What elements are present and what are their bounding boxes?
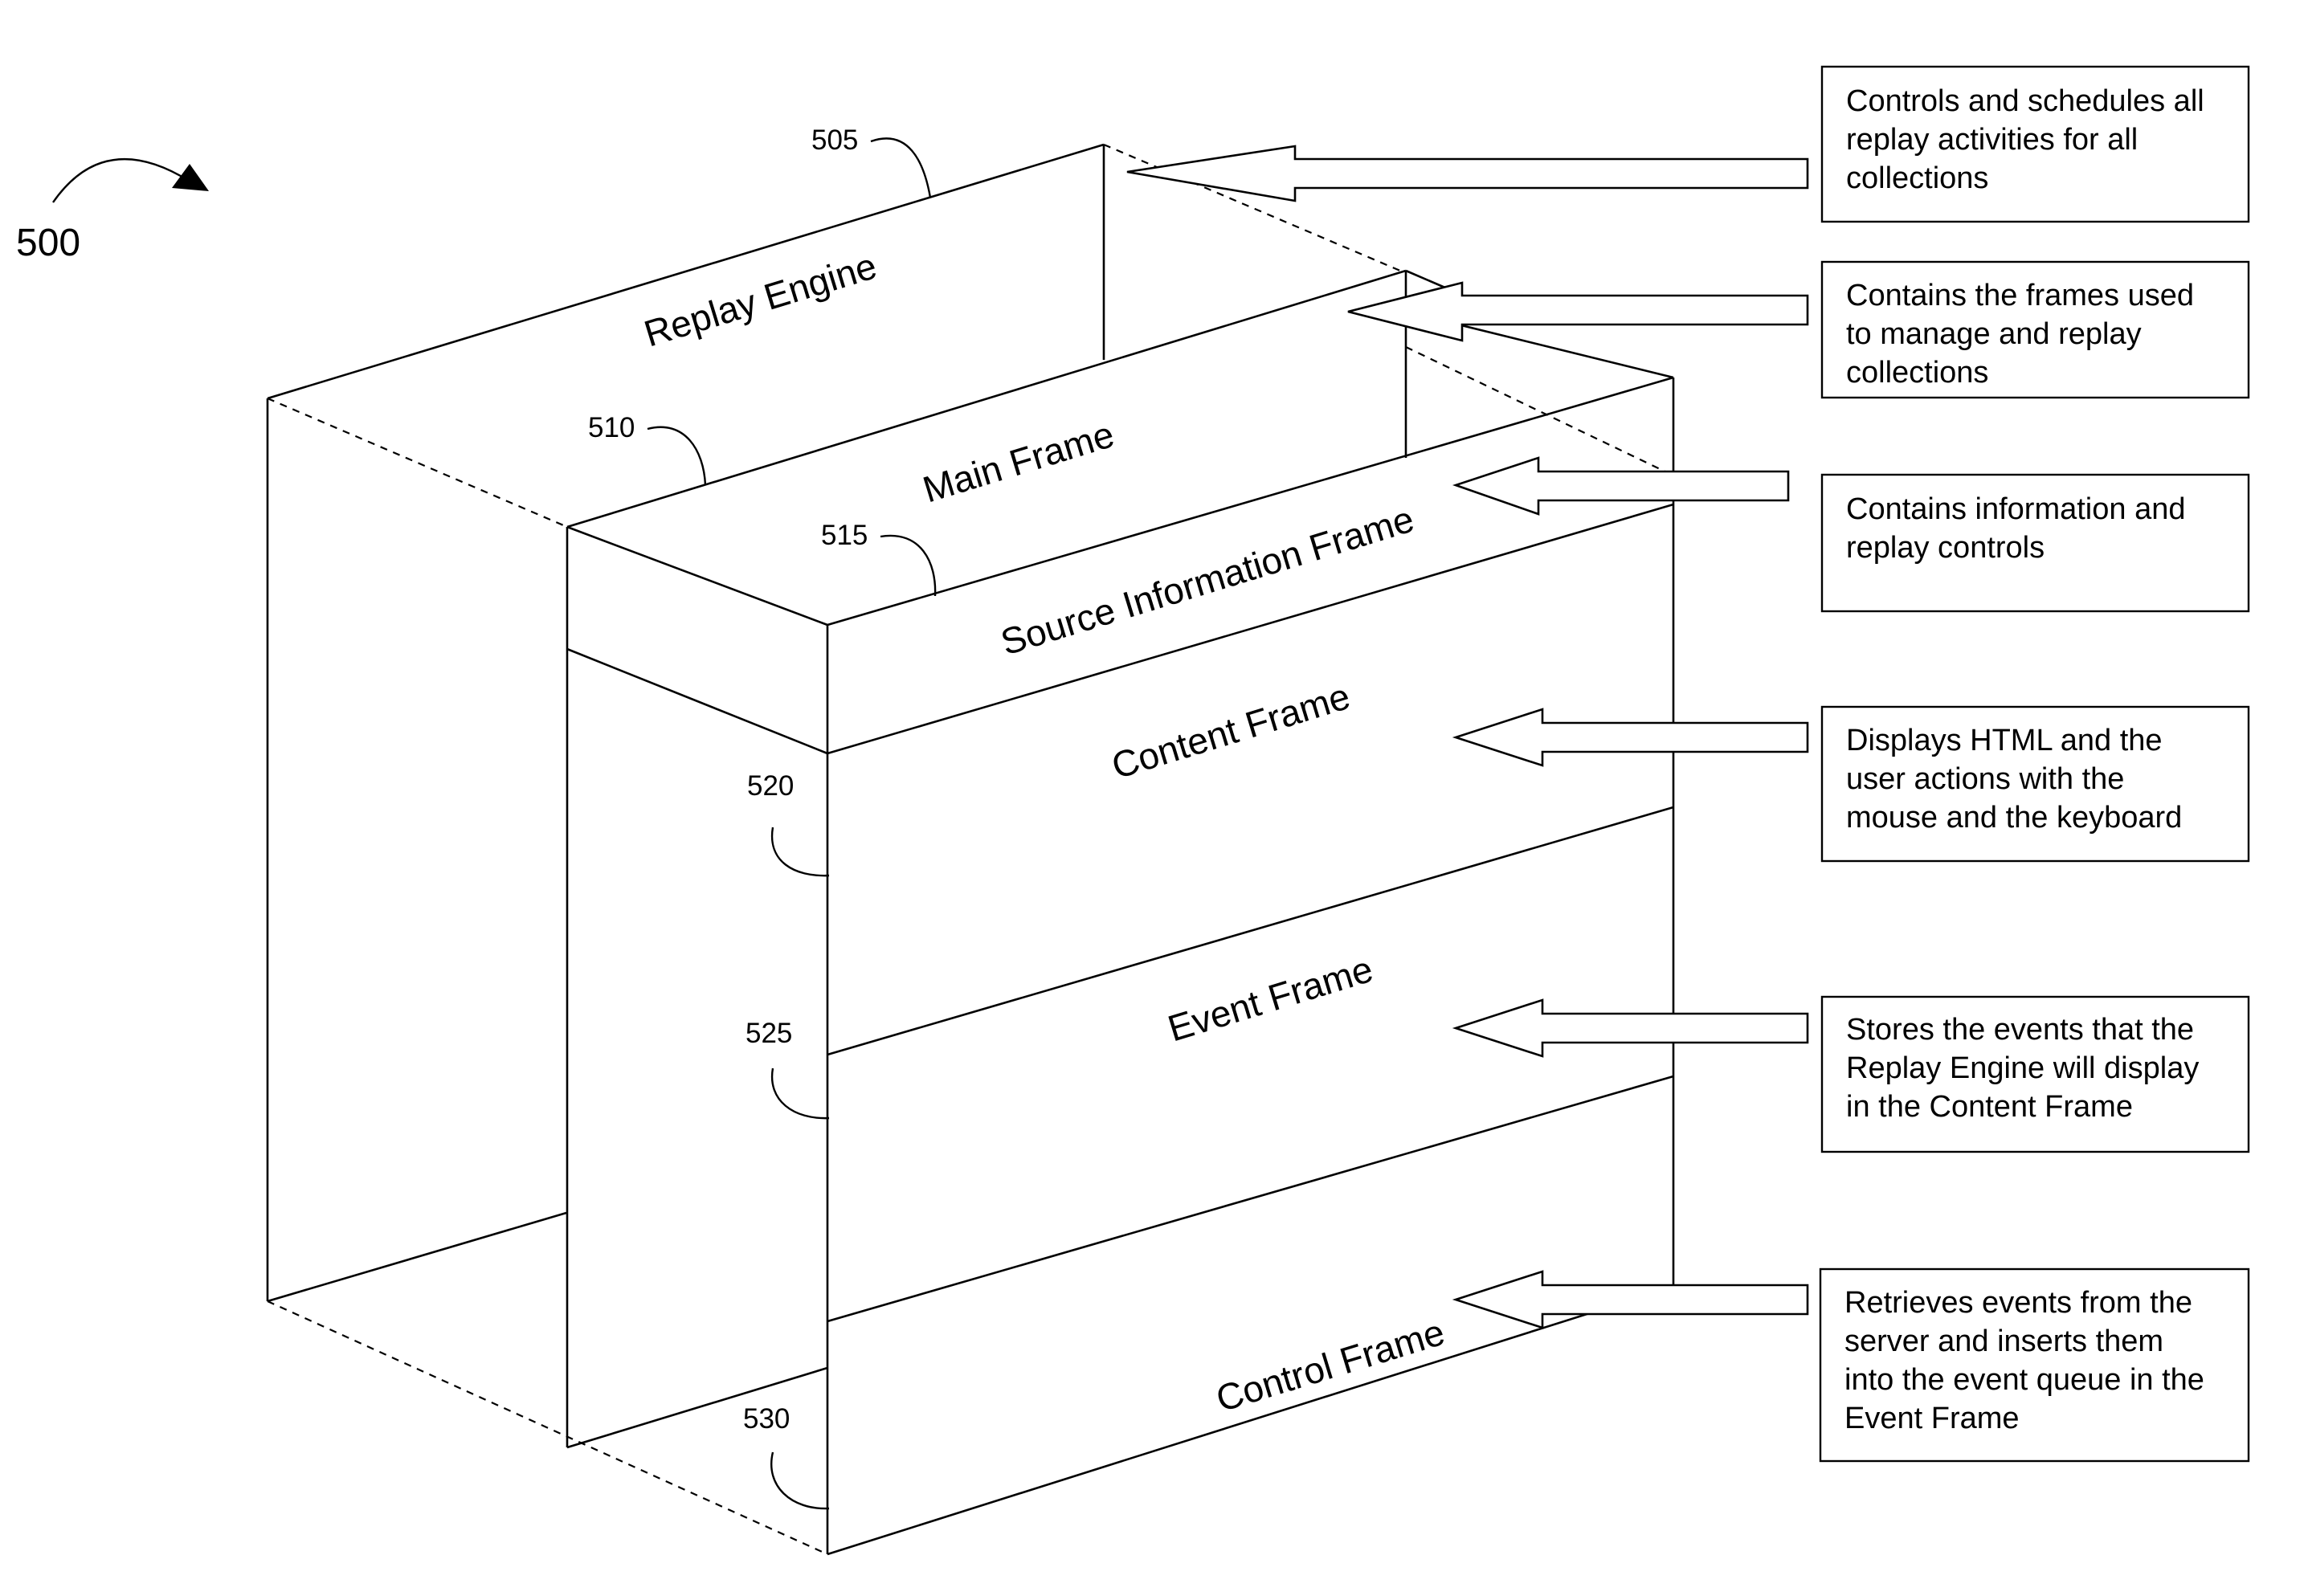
- ref-525-leader: [772, 1068, 829, 1118]
- desc-text-line: Controls and schedules all: [1846, 84, 2204, 118]
- desc-text-line: in the Content Frame: [1846, 1090, 2133, 1124]
- frame-labels: Replay Engine Main Frame Source Informat…: [639, 244, 1449, 1419]
- figure-number: 500: [16, 222, 80, 264]
- ref-530: 530: [743, 1403, 790, 1435]
- desc-text-line: mouse and the keyboard: [1846, 801, 2182, 835]
- desc-box-content-frame: Displays HTML and the user actions with …: [1822, 707, 2249, 861]
- desc-box-main-frame: Contains the frames used to manage and r…: [1822, 262, 2249, 398]
- event-frame-label: Event Frame: [1163, 948, 1378, 1050]
- source-content-divider-left: [567, 649, 827, 753]
- desc-text-line: replay activities for all: [1846, 123, 2138, 157]
- desc-text-line: Replay Engine will display: [1846, 1051, 2199, 1085]
- ref-510-leader: [647, 427, 705, 485]
- ref-505-leader: [871, 138, 930, 198]
- arrow-content-frame: [1456, 709, 1808, 765]
- replay-engine-top-depth-dashed: [268, 398, 567, 527]
- desc-text-line: replay controls: [1846, 531, 2045, 565]
- arrow-source-information-frame: [1456, 458, 1788, 514]
- desc-text-line: Retrieves events from the: [1844, 1286, 2192, 1320]
- desc-box-control-frame: Retrieves events from the server and ins…: [1820, 1269, 2249, 1461]
- ref-510: 510: [588, 412, 635, 443]
- replay-engine-panel: [268, 145, 1406, 1554]
- main-frame-label: Main Frame: [918, 413, 1119, 510]
- figure-label-group: 500: [16, 159, 209, 264]
- arrow-main-frame: [1348, 283, 1808, 341]
- desc-text-line: Contains the frames used: [1846, 279, 2194, 312]
- arrow-control-frame: [1456, 1271, 1808, 1328]
- ref-520: 520: [747, 770, 794, 802]
- ref-530-leader: [771, 1452, 829, 1508]
- figure-pointer-arrowhead: [172, 164, 209, 191]
- figure-pointer-arrow: [53, 159, 189, 202]
- content-frame-label: Content Frame: [1107, 675, 1355, 786]
- desc-text-line: server and inserts them: [1844, 1325, 2163, 1358]
- description-boxes: Controls and schedules all replay activi…: [1820, 67, 2249, 1461]
- desc-text-line: collections: [1846, 356, 1988, 390]
- arrow-replay-engine: [1127, 146, 1808, 201]
- desc-text-line: into the event queue in the: [1844, 1363, 2204, 1397]
- desc-box-source-information-frame: Contains information and replay controls: [1822, 475, 2249, 611]
- front-box-top-edge: [567, 527, 827, 625]
- main-frame-right-depth-dashed: [1406, 347, 1673, 476]
- source-information-frame-label: Source Information Frame: [996, 498, 1419, 663]
- desc-text-line: Stores the events that the: [1846, 1013, 2194, 1047]
- control-frame-label: Control Frame: [1211, 1311, 1449, 1420]
- desc-text-line: Contains information and: [1846, 492, 2185, 526]
- replay-engine-bottom-edge: [268, 1213, 566, 1301]
- desc-text-line: user actions with the: [1846, 762, 2124, 796]
- arrow-event-frame: [1456, 1000, 1808, 1056]
- ref-505: 505: [811, 124, 858, 156]
- ref-515-leader: [880, 536, 935, 596]
- front-box-bottom-edge: [827, 1287, 1673, 1554]
- desc-text-line: collections: [1846, 161, 1988, 195]
- main-frame-panel: [567, 271, 1673, 1447]
- desc-box-event-frame: Stores the events that the Replay Engine…: [1822, 997, 2249, 1152]
- ref-520-leader: [772, 827, 829, 876]
- desc-box-replay-engine: Controls and schedules all replay activi…: [1822, 67, 2249, 222]
- ref-525: 525: [746, 1018, 792, 1049]
- ref-515: 515: [821, 520, 868, 551]
- desc-text-line: Event Frame: [1844, 1402, 2020, 1435]
- desc-text-line: to manage and replay: [1846, 317, 2142, 351]
- desc-text-line: Displays HTML and the: [1846, 724, 2163, 757]
